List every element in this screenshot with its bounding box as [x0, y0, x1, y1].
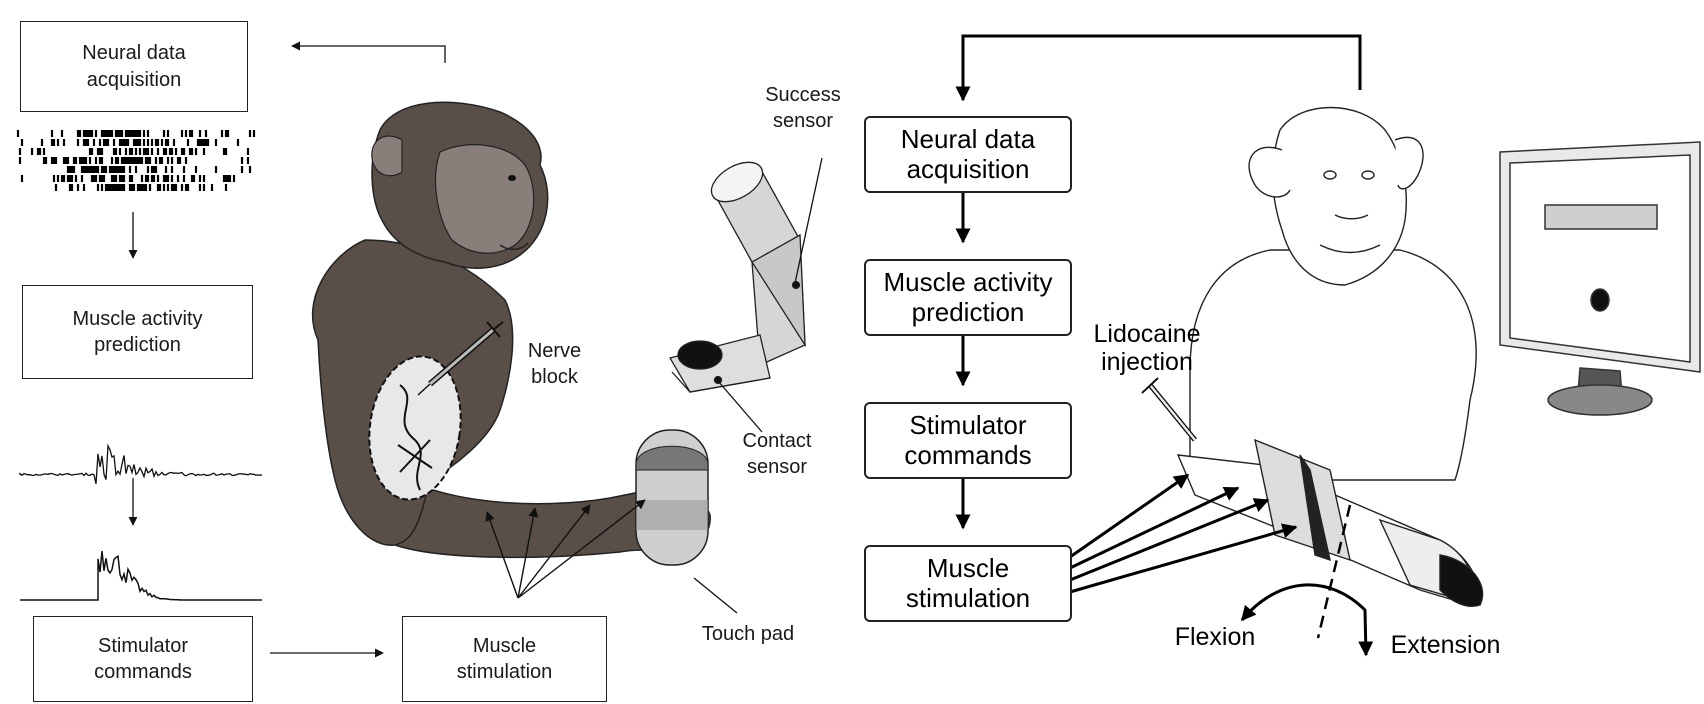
- lidocaine-injection-label: Lidocaine injection: [1093, 320, 1201, 376]
- left-muscle-stimulation-box: Muscle stimulation: [402, 616, 607, 702]
- left-stimulator-commands-box: Stimulator commands: [33, 616, 253, 702]
- right-neural-acquisition-box: Neural data acquisition: [864, 116, 1072, 193]
- emg-raw-trace: [19, 443, 263, 484]
- stimulation-arrows-right: [1069, 473, 1298, 594]
- right-stimulator-commands-box: Stimulator commands: [864, 402, 1072, 479]
- monkey-illustration-left: [312, 101, 711, 566]
- left-neural-acquisition-box: Neural data acquisition: [20, 21, 248, 112]
- extension-label: Extension: [1390, 631, 1501, 659]
- right-flow-arrows: [955, 34, 1362, 530]
- monkey-illustration-right: [1141, 106, 1484, 607]
- contact-sensor-label: Contact sensor: [742, 430, 812, 479]
- spike-raster: [16, 130, 256, 191]
- success-sensor-label: Success sensor: [765, 84, 841, 133]
- stimulation-arrows-left: [485, 499, 646, 599]
- touch-pad-label: Touch pad: [701, 623, 795, 645]
- nerve-block-label: Nerve block: [527, 340, 582, 389]
- left-flow-arrows: [128, 41, 446, 658]
- flexion-label: Flexion: [1174, 623, 1256, 651]
- right-muscle-stimulation-box: Muscle stimulation: [864, 545, 1072, 622]
- leader-lines-left: [693, 157, 823, 614]
- sensor-tube-illustration: [669, 161, 806, 393]
- right-muscle-prediction-box: Muscle activity prediction: [864, 259, 1072, 336]
- monitor-illustration: [1499, 141, 1701, 416]
- left-muscle-prediction-box: Muscle activity prediction: [22, 285, 253, 379]
- emg-rectified-trace: [20, 551, 262, 601]
- flexion-extension-indicator: [1240, 504, 1374, 657]
